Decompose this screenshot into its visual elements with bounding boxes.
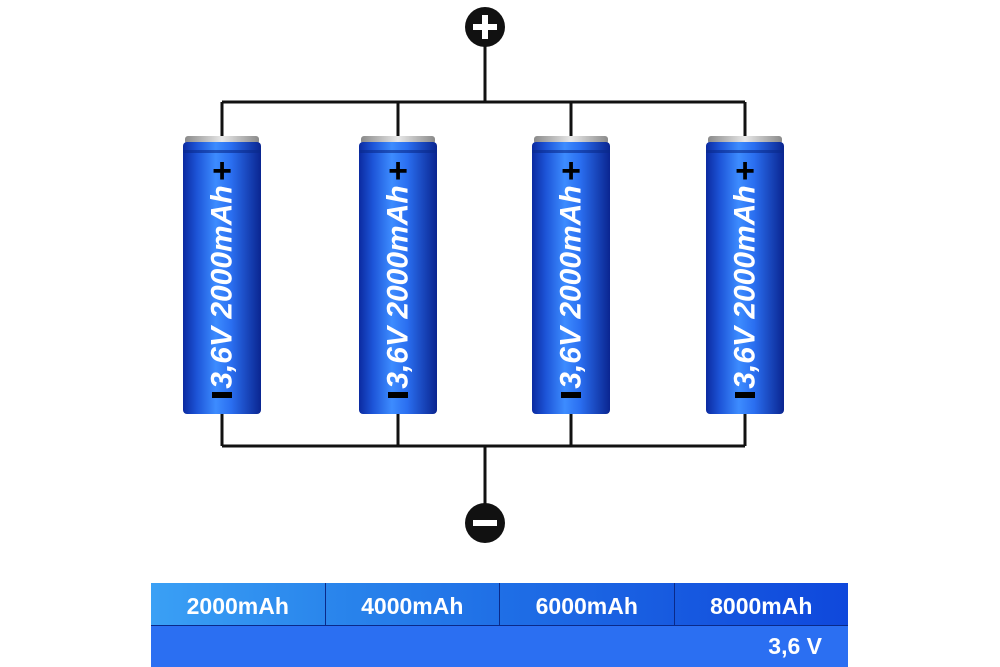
battery-minus-mark	[388, 392, 408, 398]
battery-ring	[532, 150, 610, 153]
battery-ring	[359, 150, 437, 153]
battery-minus-mark	[212, 392, 232, 398]
capacity-cell-3: 6000mAh	[500, 583, 675, 625]
battery-minus-mark	[735, 392, 755, 398]
battery-plus-mark: +	[561, 152, 581, 190]
battery-cell: +3,6V 2000mAh	[183, 136, 261, 414]
voltage-label: 3,6 V	[768, 633, 822, 659]
battery-label: 3,6V 2000mAh	[382, 185, 415, 388]
battery-group: +3,6V 2000mAh+3,6V 2000mAh+3,6V 2000mAh+…	[183, 136, 784, 414]
battery-cell: +3,6V 2000mAh	[359, 136, 437, 414]
capacity-cell-1: 2000mAh	[151, 583, 326, 625]
bottom-bus-wire	[220, 414, 747, 506]
battery-cell: +3,6V 2000mAh	[532, 136, 610, 414]
battery-body	[706, 142, 784, 414]
battery-plus-mark: +	[388, 152, 408, 190]
negative-terminal-icon	[465, 503, 505, 543]
battery-ring	[183, 150, 261, 153]
battery-label: 3,6V 2000mAh	[206, 185, 239, 388]
capacity-cell-4: 8000mAh	[674, 583, 848, 625]
top-bus-wire	[220, 42, 747, 138]
positive-terminal-icon	[465, 7, 505, 47]
battery-label: 3,6V 2000mAh	[555, 185, 588, 388]
battery-body	[359, 142, 437, 414]
battery-label: 3,6V 2000mAh	[729, 185, 762, 388]
capacity-voltage-table: 2000mAh 4000mAh 6000mAh 8000mAh 3,6 V	[151, 583, 848, 667]
battery-cell: +3,6V 2000mAh	[706, 136, 784, 414]
voltage-row: 3,6 V	[151, 625, 848, 667]
battery-body	[183, 142, 261, 414]
battery-ring	[706, 150, 784, 153]
battery-body	[532, 142, 610, 414]
battery-minus-mark	[561, 392, 581, 398]
battery-plus-mark: +	[212, 152, 232, 190]
battery-plus-mark: +	[735, 152, 755, 190]
capacity-cell-2: 4000mAh	[325, 583, 500, 625]
parallel-circuit-diagram: +3,6V 2000mAh+3,6V 2000mAh+3,6V 2000mAh+…	[183, 7, 784, 543]
capacity-row: 2000mAh 4000mAh 6000mAh 8000mAh	[151, 583, 848, 625]
